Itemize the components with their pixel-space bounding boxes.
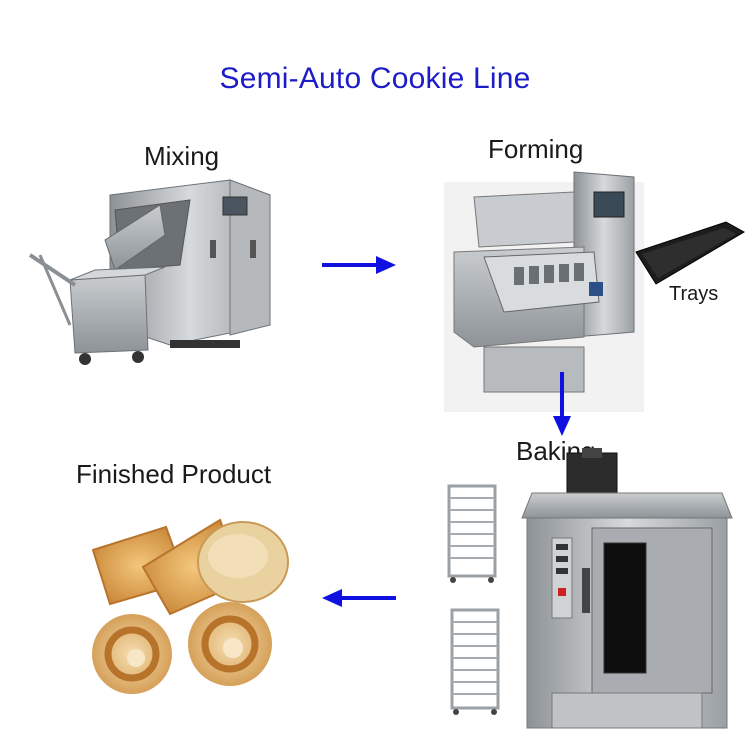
trays-label: Trays (669, 283, 719, 305)
mixer-illustration (28, 179, 271, 365)
rack-trolley-bottom (450, 608, 500, 715)
arrow-baking-to-finished (322, 589, 396, 607)
arrow-forming-to-baking (553, 372, 571, 436)
finished-product-label: Finished Product (76, 459, 272, 489)
arrow-mixing-to-forming (322, 256, 396, 274)
cookies-illustration (91, 518, 289, 694)
forming-label: Forming (488, 134, 584, 164)
mixing-label: Mixing (144, 141, 220, 171)
forming-machine-illustration (444, 171, 644, 412)
rotary-oven-illustration (521, 448, 733, 729)
rack-trolley-top (447, 484, 497, 583)
diagram-title: Semi-Auto Cookie Line (219, 62, 531, 95)
tray-illustration (635, 221, 746, 285)
